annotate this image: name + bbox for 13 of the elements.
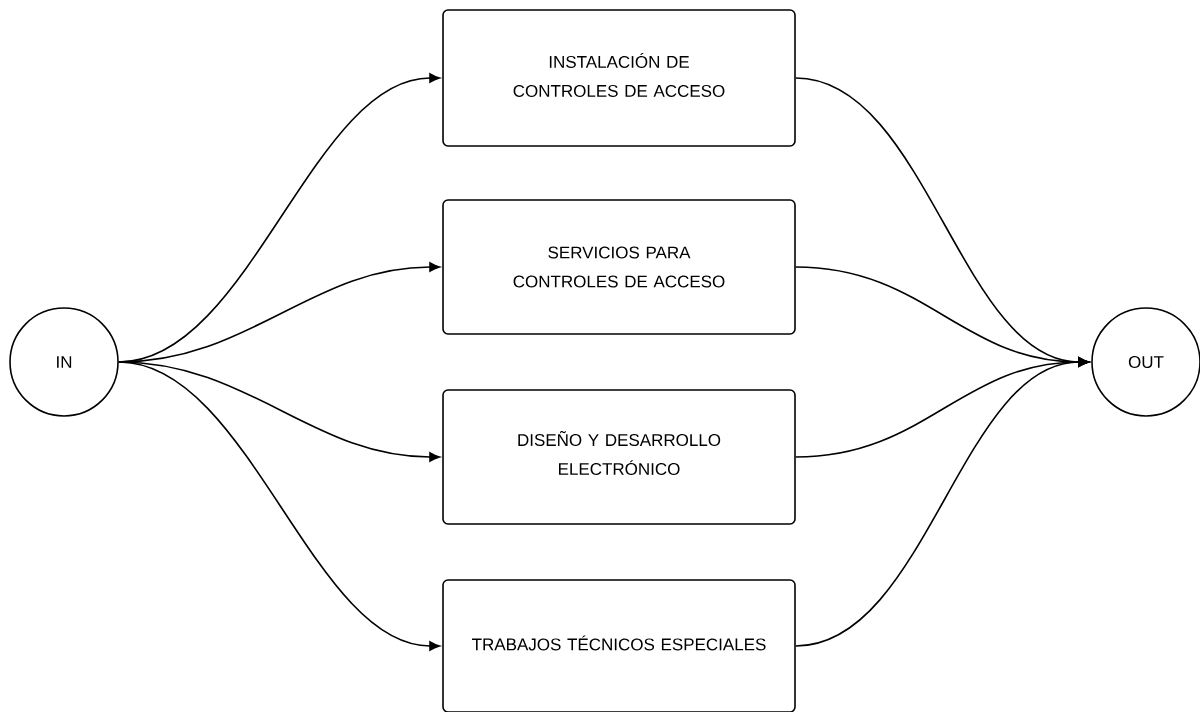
process-box xyxy=(442,579,796,712)
node-label: TRABAJOS TÉCNICOS ESPECIALES xyxy=(472,635,766,651)
process-box xyxy=(442,389,796,525)
arrow xyxy=(118,361,441,651)
node-label: INSTALACIÓN DE CONTROLES DE ACCESO xyxy=(513,53,725,97)
node-label: OUT xyxy=(1128,355,1164,369)
process-box xyxy=(442,9,796,147)
node-label: IN xyxy=(57,356,72,368)
terminal-circle xyxy=(9,307,119,417)
arrow xyxy=(795,357,1090,647)
node-label: SERVICIOS PARA CONTROLES DE ACCESO xyxy=(513,246,725,288)
node-label: DISEÑO Y DESARROLLO ELECTRÓNICO xyxy=(518,430,721,476)
process-box xyxy=(442,199,796,335)
